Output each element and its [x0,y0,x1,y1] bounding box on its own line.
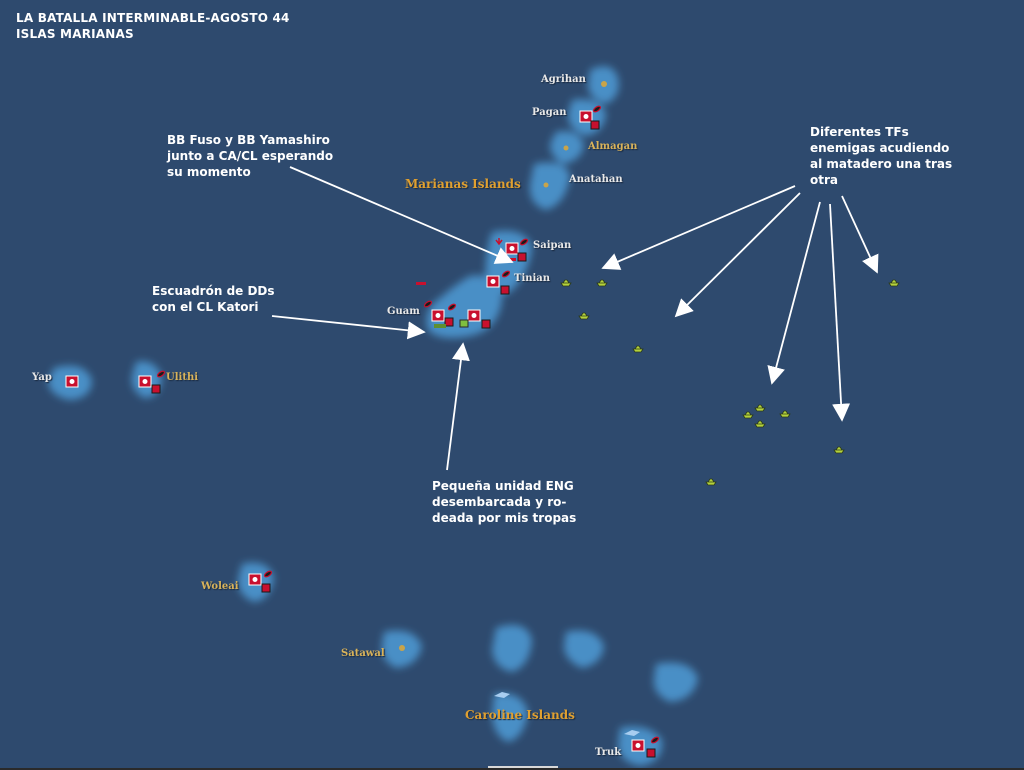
aircraft-icon [263,570,273,578]
enemy-tf-icon [632,345,644,353]
aircraft-markers[interactable] [156,105,660,744]
enemy-tf-icon [596,279,608,287]
unit-guam-1 [431,309,445,322]
enemy-tf-icon [705,478,717,486]
place-pagan[interactable]: Pagan [532,107,567,118]
aircraft-icon [156,370,166,378]
annotation-diferentes: Diferentes TFs enemigas acudiendo al mat… [810,125,953,187]
unit-pagan [579,110,600,130]
shallow-anatahan [529,162,570,210]
island-dots [399,81,607,651]
arrow-pequena [446,342,470,471]
japanese-units[interactable] [65,110,656,758]
unit-woleai [248,573,271,593]
unit-yap [65,375,79,388]
unit-guam-3 [444,317,454,327]
place-almagan[interactable]: Almagan [588,141,638,152]
island-agrihan [601,81,607,87]
place-satawal[interactable]: Satawal [341,648,385,659]
arrow-escuadron [271,315,426,340]
enemy-tf-icon [742,411,754,419]
aircraft-icon [501,270,511,278]
place-tinian[interactable]: Tinian [514,273,551,284]
unit-ulithi [138,375,161,394]
enemy-tf-icon [754,404,766,412]
place-agrihan[interactable]: Agrihan [541,74,586,85]
enemy-task-forces[interactable] [560,279,900,486]
unit-truk [631,739,656,758]
island-satawal [399,645,405,651]
shallow-caroline [492,693,528,742]
enemy-tf-icon [560,279,572,287]
ship-marker [624,730,640,736]
enemy-tf-icon [779,410,791,418]
annotation-bb-fuso: BB Fuso y BB Yamashiro junto a CA/CL esp… [167,133,334,179]
enemy-tf-icon [833,446,845,454]
own-ship-markers[interactable] [416,238,640,736]
annotation-pequena: Pequeña unidad ENG desembarcada y ro- de… [432,479,577,525]
region-marianas: Marianas Islands [405,177,521,191]
island-anatahan [543,182,549,188]
ship-marker [459,319,469,328]
ship-marker [434,324,446,328]
map-title: LA BATALLA INTERMINABLE-AGOSTO 44 [16,11,290,25]
arrow-tf-2 [674,192,801,318]
place-anatahan[interactable]: Anatahan [569,174,623,185]
place-ulithi[interactable]: Ulithi [166,372,199,383]
aircraft-icon [592,105,602,113]
shallow-reef-b [564,630,604,668]
place-yap[interactable]: Yap [32,372,52,383]
arrow-tf-1 [601,185,796,270]
map-subtitle: ISLAS MARIANAS [16,27,134,41]
region-caroline: Caroline Islands [465,708,575,722]
place-truk[interactable]: Truk [595,747,622,758]
unit-tinian [486,275,510,295]
arrow-tf-4 [829,203,851,422]
enemy-tf-icon [888,279,900,287]
place-woleai[interactable]: Woleai [201,581,239,592]
unit-guam-2 [467,309,491,329]
place-saipan[interactable]: Saipan [533,240,572,251]
shallow-water-areas [48,66,698,766]
ship-marker [494,692,510,698]
aircraft-icon [650,736,660,744]
arrow-bb-fuso [289,166,514,264]
arrow-tf-3 [767,201,821,385]
annotation-escuadron: Escuadrón de DDs con el CL Katori [152,284,275,314]
ship-marker [416,282,426,285]
aircraft-icon [447,303,457,311]
island-almagan [563,145,569,151]
aircraft-icon [423,300,433,308]
anchor-icon [495,238,503,246]
place-guam[interactable]: Guam [387,306,420,317]
enemy-tf-icon [754,420,766,428]
aircraft-icon [519,238,529,246]
bottom-edge [0,768,1024,770]
enemy-tf-icon [578,312,590,320]
shallow-reef-a [492,624,532,672]
arrow-tf-5 [841,195,879,274]
annotation-arrows [271,166,879,471]
shallow-reef-c [653,662,698,702]
